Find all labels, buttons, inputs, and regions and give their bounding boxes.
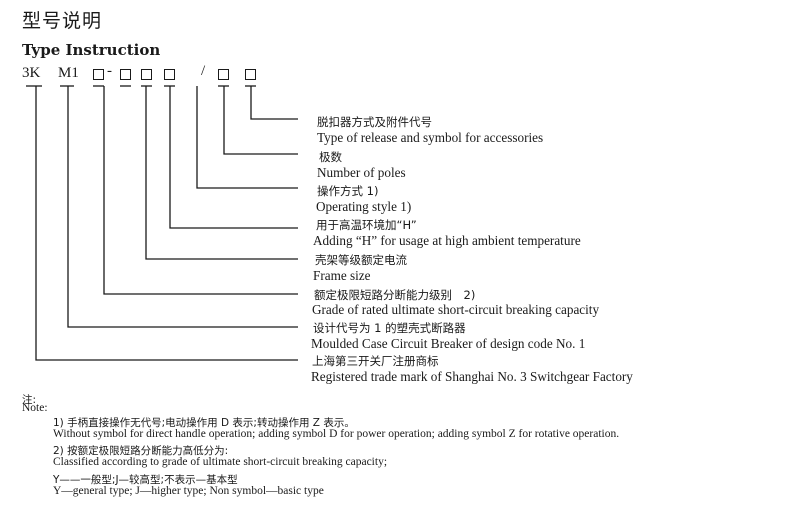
item-poles-cn: 极数 — [319, 150, 342, 164]
item-design-cn: 设计代号为 1 的塑壳式断路器 — [313, 321, 466, 335]
note2-cn: 2) 按额定极限短路分断能力高低分为: — [53, 445, 229, 457]
item-operating-en: Operating style 1) — [316, 199, 412, 214]
note-label-en: Note: — [22, 402, 48, 414]
model-code-part1: 3K — [22, 65, 41, 81]
note1-en: Without symbol for direct handle operati… — [53, 428, 620, 440]
note3-cn: Y——一般型;J—较高型;不表示—基本型 — [53, 474, 238, 486]
code-slot-poles-box — [218, 69, 229, 80]
item-frame-cn: 壳架等级额定电流 — [315, 253, 407, 267]
item-hightemp-en: Adding “H” for usage at high ambient tem… — [313, 233, 581, 248]
page-title-cn: 型号说明 — [22, 10, 103, 32]
code-slot-operating-box — [164, 69, 175, 80]
item-grade-en: Grade of rated ultimate short-circuit br… — [312, 302, 600, 317]
code-slot-release-box — [245, 69, 256, 80]
model-code-part2: M1 — [58, 65, 79, 81]
item-trademark-cn: 上海第三开关厂注册商标 — [312, 354, 439, 368]
note1-cn: 1) 手柄直接操作无代号;电动操作用 D 表示;转动操作用 Z 表示。 — [53, 417, 355, 429]
code-slot-grade-box — [93, 69, 104, 80]
item-trademark-en: Registered trade mark of Shanghai No. 3 … — [311, 369, 633, 384]
item-release-cn: 脱扣器方式及附件代号 — [317, 115, 432, 129]
note2-en: Classified according to grade of ultimat… — [53, 456, 388, 468]
item-design-en: Moulded Case Circuit Breaker of design c… — [311, 336, 586, 351]
model-code-slash: / — [201, 63, 206, 79]
code-slot-frame-box — [120, 69, 131, 80]
note-label-cn: 注: — [22, 394, 37, 406]
code-slot-h-box — [141, 69, 152, 80]
item-grade-cn: 额定极限短路分断能力级别 2) — [314, 288, 476, 302]
item-hightemp-cn: 用于高温环境加“H” — [316, 218, 417, 232]
item-frame-en: Frame size — [313, 268, 371, 283]
model-code-dash: - — [107, 63, 112, 79]
page-title-en: Type Instruction — [22, 41, 161, 59]
item-release-en: Type of release and symbol for accessori… — [317, 130, 544, 145]
item-operating-cn: 操作方式 1) — [317, 184, 379, 198]
note3-en: Y—general type; J—higher type; Non symbo… — [53, 485, 324, 497]
item-poles-en: Number of poles — [317, 165, 406, 180]
